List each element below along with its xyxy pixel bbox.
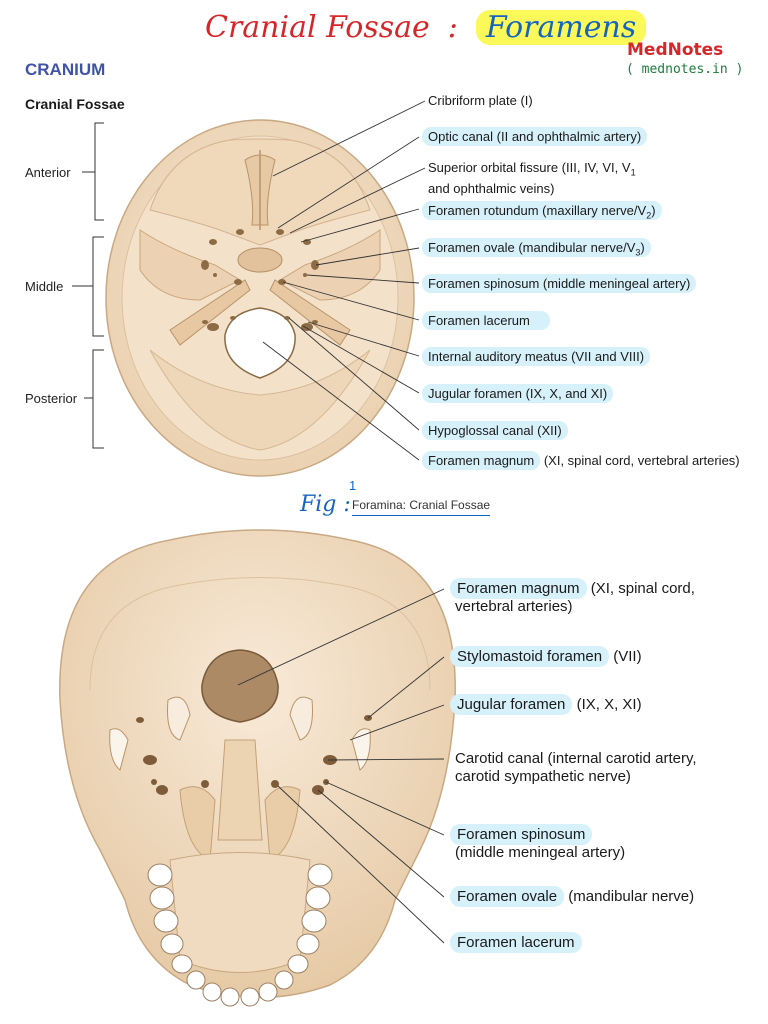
label-foramen-magnum: Foramen magnum (XI, spinal cord, vertebr… xyxy=(422,451,740,470)
page-title: Cranial Fossae: Foramens xyxy=(205,10,647,45)
label-foramen-rotundum: Foramen rotundum (maxillary nerve/V2) xyxy=(422,201,662,224)
top-leader-lines xyxy=(262,100,426,461)
label-jugular-foramen: Jugular foramen (IX, X, and XI) xyxy=(422,384,614,403)
label-bottom-jugular-foramen: Jugular foramen (IX, X, XI) xyxy=(450,694,642,715)
figure-caption: Foramina: Cranial Fossae xyxy=(352,498,491,516)
skull-inferior-view xyxy=(59,529,456,1007)
brand-url: ( mednotes.in ) xyxy=(626,62,744,77)
label-superior-orbital-fissure: Superior orbital fissure (III, IV, VI, V… xyxy=(428,160,636,196)
label-bottom-foramen-ovale: Foramen ovale (mandibular nerve) xyxy=(450,886,694,907)
label-bottom-foramen-lacerum: Foramen lacerum xyxy=(450,932,582,953)
skull-superior-view xyxy=(105,119,415,477)
label-internal-auditory-meatus: Internal auditory meatus (VII and VIII) xyxy=(422,347,651,366)
label-bottom-stylomastoid-foramen: Stylomastoid foramen (VII) xyxy=(450,646,642,667)
label-optic-canal: Optic canal (II and ophthalmic artery) xyxy=(422,127,648,146)
label-cribriform-plate: Cribriform plate (I) xyxy=(428,93,533,108)
title-highlight: Foramens xyxy=(475,10,647,45)
fig-label: Fig : xyxy=(300,492,351,517)
label-foramen-lacerum: Foramen lacerum xyxy=(422,311,550,330)
section-subheading: Cranial Fossae xyxy=(25,96,125,112)
label-bottom-carotid-canal: Carotid canal (internal carotid artery,c… xyxy=(455,750,697,785)
region-middle: Middle xyxy=(25,279,64,294)
title-main: Cranial Fossae xyxy=(205,10,430,45)
section-heading: CRANIUM xyxy=(25,60,106,79)
region-posterior: Posterior xyxy=(25,391,78,406)
region-anterior: Anterior xyxy=(25,165,71,180)
label-foramen-spinosum: Foramen spinosum (middle meningeal arter… xyxy=(422,274,697,293)
brand-logo: MedNotes xyxy=(627,40,724,60)
label-hypoglossal-canal: Hypoglossal canal (XII) xyxy=(422,421,568,440)
caption-mark: 1 xyxy=(349,478,357,493)
label-bottom-foramen-spinosum: Foramen spinosum(middle meningeal artery… xyxy=(450,824,625,862)
bottom-leader-lines xyxy=(237,588,445,944)
region-brackets xyxy=(72,122,104,449)
label-foramen-ovale: Foramen ovale (mandibular nerve/V3) xyxy=(422,238,651,261)
title-colon: : xyxy=(447,10,458,45)
label-bottom-foramen-magnum: Foramen magnum (XI, spinal cord,vertebra… xyxy=(450,578,695,616)
